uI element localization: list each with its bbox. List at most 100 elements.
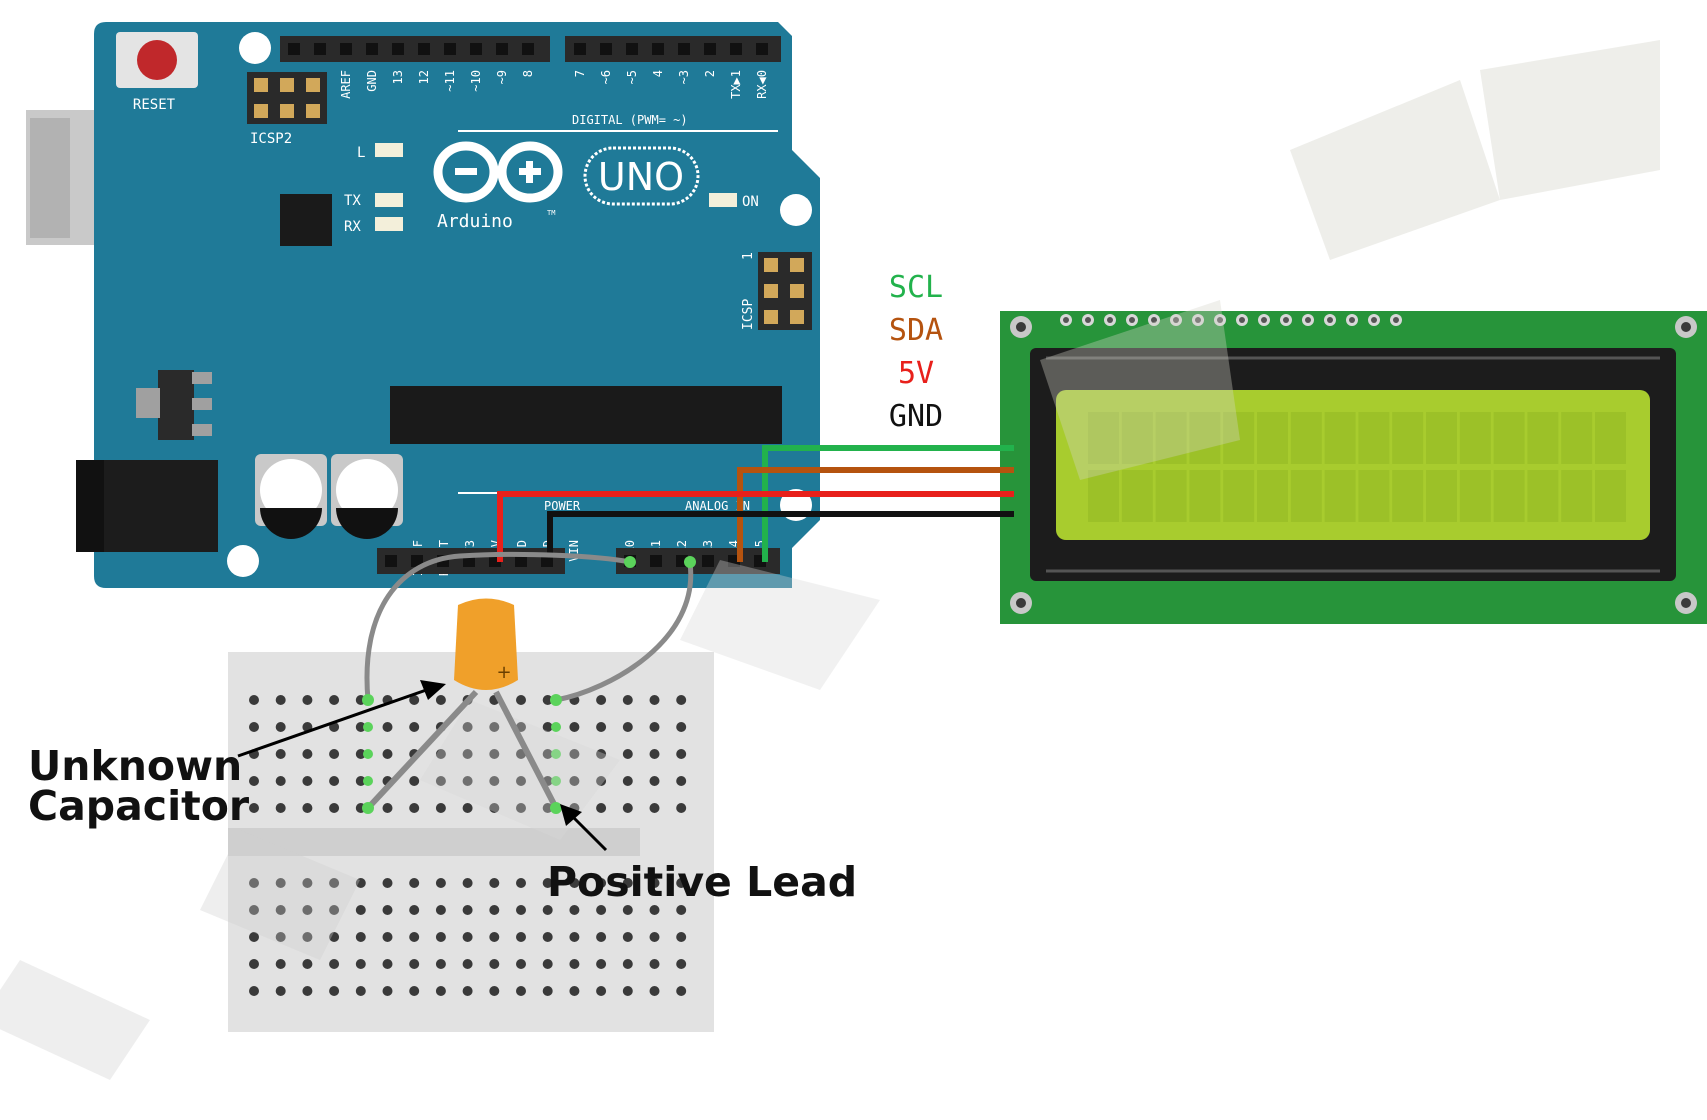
breadboard-hole bbox=[569, 776, 580, 786]
mounting-hole bbox=[780, 194, 812, 226]
breadboard-hole bbox=[489, 905, 500, 915]
pin-hole bbox=[756, 43, 768, 55]
breadboard-hole bbox=[355, 749, 366, 759]
scl-wire bbox=[762, 445, 1014, 562]
breadboard-hole bbox=[435, 905, 446, 915]
analog-label: ANALOG IN bbox=[685, 499, 750, 513]
breadboard-hole bbox=[355, 878, 366, 888]
lcd-pin-hole bbox=[1063, 317, 1069, 323]
breadboard-hole bbox=[355, 932, 366, 942]
lcd-cell bbox=[1392, 470, 1424, 522]
breadboard-holes bbox=[249, 695, 687, 996]
breadboard-hole-active bbox=[551, 776, 561, 786]
pin-hole bbox=[704, 43, 716, 55]
lcd-character-cells bbox=[1088, 412, 1626, 522]
digital-pin-label: ~5 bbox=[625, 70, 639, 84]
breadboard-hole bbox=[676, 803, 687, 813]
breadboard-hole bbox=[516, 932, 526, 942]
lcd-cell bbox=[1155, 412, 1187, 464]
digital-pin-label: ~9 bbox=[495, 70, 509, 84]
lcd-cell bbox=[1121, 470, 1153, 522]
breadboard-hole bbox=[649, 776, 660, 786]
digital-pin-label: TX▶1 bbox=[729, 70, 743, 99]
breadboard-hole bbox=[302, 803, 313, 813]
lcd-cell bbox=[1189, 412, 1221, 464]
breadboard-hole bbox=[355, 986, 366, 996]
breadboard-hole bbox=[569, 749, 580, 759]
breadboard-hole bbox=[542, 959, 553, 969]
led-tx-label: TX bbox=[344, 193, 361, 209]
pin-hole bbox=[496, 43, 508, 55]
breadboard-hole bbox=[409, 695, 420, 705]
breadboard-hole bbox=[596, 722, 607, 732]
regulator-pin bbox=[192, 398, 212, 410]
analog-header bbox=[616, 548, 780, 574]
breadboard-hole bbox=[676, 905, 687, 915]
pin-hole bbox=[650, 555, 662, 567]
breadboard-hole bbox=[676, 695, 687, 705]
lcd-cell bbox=[1595, 412, 1626, 464]
breadboard-hole bbox=[329, 959, 340, 969]
breadboard-hole bbox=[569, 959, 580, 969]
breadboard-hole bbox=[622, 986, 633, 996]
lcd-pin-hole bbox=[1371, 317, 1377, 323]
lcd-pin-hole bbox=[1327, 317, 1333, 323]
arduino-logo-text: Arduino bbox=[437, 211, 513, 232]
breadboard-hole bbox=[329, 986, 340, 996]
breadboard-hole bbox=[249, 905, 259, 915]
breadboard-hole bbox=[302, 776, 313, 786]
breadboard-hole bbox=[249, 803, 259, 813]
breadboard-hole bbox=[435, 932, 446, 942]
regulator-pin bbox=[192, 424, 212, 436]
reset-button-cap[interactable] bbox=[137, 40, 177, 80]
reset-label: RESET bbox=[133, 97, 176, 113]
breadboard-hole bbox=[275, 986, 286, 996]
breadboard-hole bbox=[462, 749, 473, 759]
digital-pin-label: ~3 bbox=[677, 70, 691, 84]
led-on-label: ON bbox=[742, 194, 759, 210]
breadboard-hole bbox=[542, 803, 553, 813]
wire-end bbox=[362, 694, 374, 706]
breadboard-hole bbox=[409, 803, 420, 813]
unknown-capacitor: + bbox=[362, 598, 562, 814]
pin-hole bbox=[600, 43, 612, 55]
vcc-label: 5V bbox=[898, 356, 934, 391]
breadboard-hole bbox=[302, 695, 313, 705]
lcd-mount-hole-inner bbox=[1016, 322, 1026, 332]
lcd-pin-hole bbox=[1305, 317, 1311, 323]
lcd-pin-hole bbox=[1349, 317, 1355, 323]
breadboard-hole bbox=[435, 986, 446, 996]
breadboard-hole bbox=[622, 749, 633, 759]
unknown-capacitor-label-line2: Capacitor bbox=[28, 782, 250, 830]
lcd-pin-hole bbox=[1393, 317, 1399, 323]
breadboard-hole bbox=[302, 959, 313, 969]
breadboard-hole bbox=[569, 932, 580, 942]
breadboard-hole bbox=[409, 878, 420, 888]
breadboard-hole bbox=[649, 959, 660, 969]
breadboard-hole bbox=[302, 905, 313, 915]
digital-pin-label: GND bbox=[365, 70, 379, 92]
lcd-cell bbox=[1459, 412, 1491, 464]
digital-pin-label: 13 bbox=[391, 70, 405, 84]
breadboard-hole bbox=[649, 878, 660, 888]
lcd-pin-hole bbox=[1261, 317, 1267, 323]
lcd-cell bbox=[1257, 412, 1288, 464]
watermark-logo bbox=[0, 40, 1660, 1080]
lcd-cell bbox=[1324, 412, 1356, 464]
pin-hole bbox=[418, 43, 430, 55]
mounting-hole bbox=[239, 32, 271, 64]
breadboard-hole-active bbox=[551, 749, 561, 759]
breadboard-hole bbox=[596, 986, 607, 996]
digital-pin-label: RX◀0 bbox=[755, 70, 769, 99]
breadboard-hole bbox=[516, 878, 526, 888]
lcd-pin-hole bbox=[1173, 317, 1179, 323]
gnd-label: GND bbox=[889, 399, 943, 434]
breadboard-hole bbox=[569, 986, 580, 996]
capacitor-arrowhead-icon bbox=[420, 680, 446, 700]
pin-hole bbox=[444, 43, 456, 55]
mounting-hole bbox=[227, 545, 259, 577]
breadboard-center-channel bbox=[228, 828, 640, 856]
